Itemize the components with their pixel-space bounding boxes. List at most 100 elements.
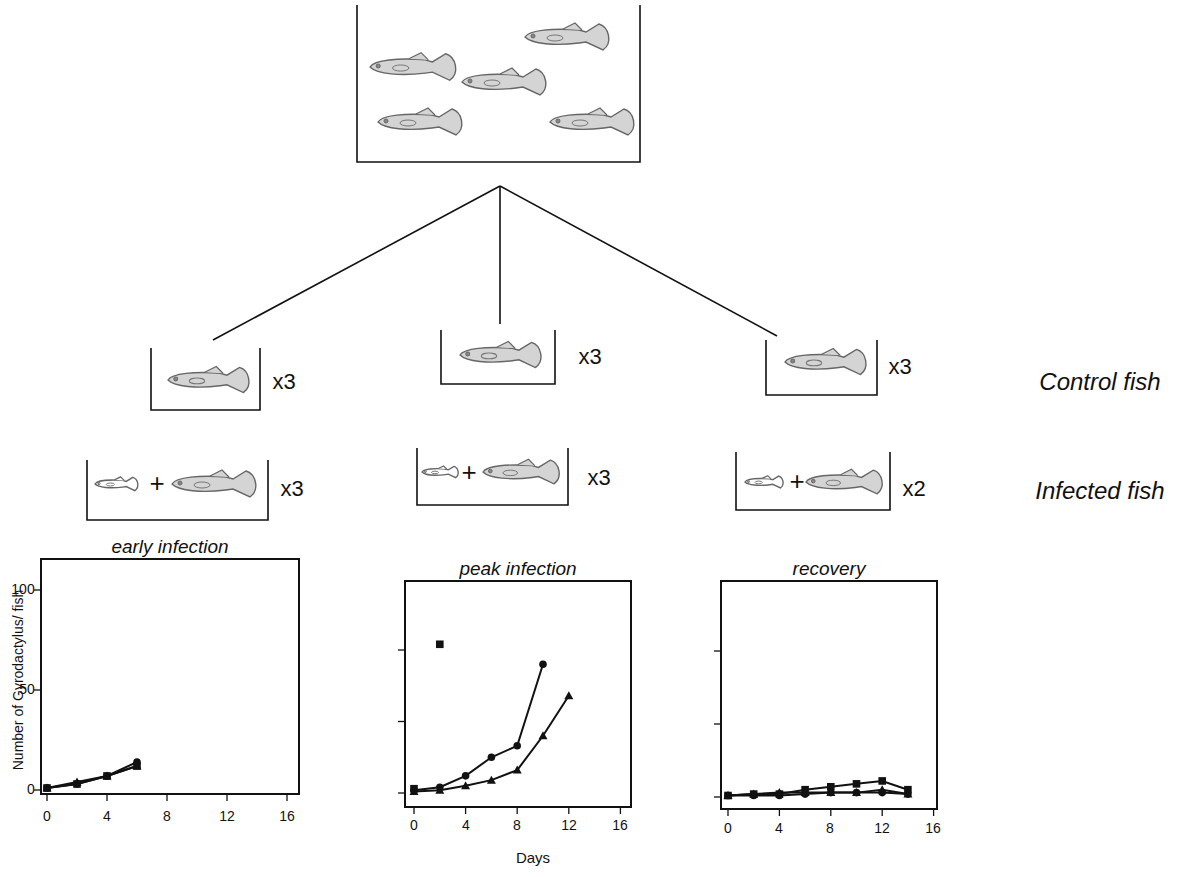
data-marker: [103, 772, 111, 780]
branch-line: [213, 186, 500, 340]
tick-label: 16: [279, 809, 295, 824]
data-marker: [564, 691, 573, 699]
tank: [736, 452, 890, 510]
infected-fish-icon: [745, 476, 783, 488]
fish-icon: [168, 366, 249, 392]
tick-mark: [413, 808, 414, 814]
tick-label: 4: [775, 821, 783, 836]
fish-icon: [370, 53, 456, 81]
data-line: [414, 664, 543, 790]
tick-label: 4: [462, 818, 470, 833]
plus-sign: +: [149, 469, 164, 498]
plus-sign: +: [789, 467, 804, 496]
tank: [357, 5, 640, 162]
tick-label: 0: [27, 782, 35, 797]
tick-label: 8: [826, 821, 834, 836]
data-marker: [435, 786, 444, 794]
chart-plot: [714, 651, 934, 816]
fish-icon: [378, 108, 462, 135]
data-marker: [878, 777, 886, 785]
tick-label: 4: [103, 809, 111, 824]
multiplier: x3: [578, 345, 601, 369]
tick-label: 12: [874, 821, 890, 836]
data-line: [47, 766, 137, 788]
chart-panel: peak infection: [404, 580, 632, 808]
multiplier: x3: [587, 466, 610, 490]
data-marker: [724, 791, 733, 799]
data-marker: [73, 780, 81, 788]
data-marker: [539, 731, 548, 739]
branch-line: [499, 186, 501, 324]
row-label: Infected fish: [1035, 478, 1164, 504]
data-marker: [103, 772, 111, 780]
data-marker: [539, 661, 547, 669]
tick-mark: [286, 795, 287, 801]
data-marker: [410, 785, 418, 793]
fish-icon: [462, 68, 546, 95]
fish-icon: [460, 341, 541, 367]
data-marker: [462, 772, 470, 780]
tick-label: 12: [219, 809, 235, 824]
data-marker: [103, 772, 112, 780]
tick-label: 100: [11, 582, 34, 597]
chart-panel: recovery: [720, 580, 938, 810]
data-marker: [488, 753, 496, 761]
axis-title: Days: [516, 850, 550, 867]
multiplier: x3: [272, 370, 295, 394]
tick-mark: [933, 810, 934, 816]
panel-title: peak infection: [459, 558, 576, 580]
tank: [417, 448, 568, 505]
data-marker: [133, 762, 141, 770]
data-line: [47, 762, 137, 788]
data-marker: [43, 784, 51, 792]
tick-mark: [830, 810, 831, 816]
axis-title: Number of Gyrodactylus/ fish: [11, 590, 26, 771]
data-marker: [461, 781, 470, 789]
tick-mark: [166, 795, 167, 801]
tick-label: 8: [163, 809, 171, 824]
chart-plot: [398, 640, 620, 814]
tick-mark: [620, 808, 621, 814]
tick-mark: [517, 808, 518, 814]
data-marker: [513, 742, 521, 750]
data-marker: [43, 784, 51, 792]
chart-plot: [34, 590, 287, 801]
data-marker: [903, 790, 912, 798]
fish-icon: [525, 23, 609, 50]
data-marker: [436, 640, 444, 648]
data-marker: [749, 790, 758, 798]
tick-mark: [727, 810, 728, 816]
tick-label: 0: [43, 809, 51, 824]
data-line: [47, 766, 137, 788]
data-line: [414, 696, 569, 792]
data-marker: [853, 780, 861, 788]
tick-mark: [46, 795, 47, 801]
data-marker: [801, 788, 810, 796]
tick-mark: [779, 810, 780, 816]
tick-label: 50: [19, 682, 35, 697]
chart-panel: early infection: [40, 558, 300, 795]
data-marker: [852, 788, 861, 796]
data-marker: [513, 766, 522, 774]
fish-icon: [483, 459, 559, 484]
tick-mark: [882, 810, 883, 816]
data-marker: [133, 762, 142, 770]
infected-fish-icon: [95, 477, 138, 491]
fish-icon: [550, 108, 634, 135]
tick-label: 16: [925, 821, 941, 836]
tick-label: 0: [724, 821, 732, 836]
branch-line: [500, 186, 777, 336]
tank: [441, 330, 555, 384]
fish-icon: [785, 348, 866, 374]
tick-label: 0: [410, 818, 418, 833]
data-marker: [487, 776, 496, 784]
tick-label: 12: [561, 818, 577, 833]
tick-mark: [465, 808, 466, 814]
data-marker: [73, 780, 81, 788]
tick-label: 16: [612, 818, 628, 833]
infected-fish-icon: [422, 466, 458, 478]
tank: [151, 348, 260, 410]
panel-title: early infection: [111, 536, 228, 558]
multiplier: x2: [902, 477, 925, 501]
